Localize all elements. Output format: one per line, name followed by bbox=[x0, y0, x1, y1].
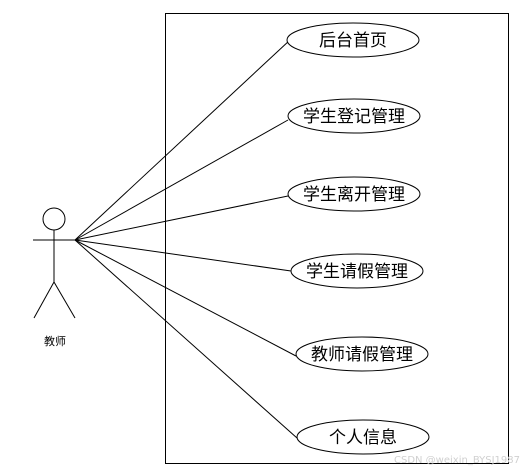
use-case-ellipse bbox=[290, 253, 424, 289]
association-lines bbox=[74, 39, 298, 439]
actor-head bbox=[42, 207, 66, 231]
actor-right-leg bbox=[53, 281, 76, 319]
use-case-home: 后台首页 bbox=[286, 22, 420, 58]
association-line-student-register bbox=[74, 119, 289, 241]
use-case-ellipse bbox=[286, 22, 420, 58]
system-boundary bbox=[165, 13, 509, 464]
actor-teacher: 教师 bbox=[33, 207, 76, 348]
association-line-personal-info bbox=[74, 239, 298, 439]
association-line-student-leave-school bbox=[74, 195, 289, 241]
use-case-label: 个人信息 bbox=[329, 428, 397, 448]
use-case-personal-info: 个人信息 bbox=[296, 419, 430, 455]
use-case-label: 学生离开管理 bbox=[303, 185, 405, 205]
use-case-ellipse bbox=[287, 176, 421, 212]
association-line-teacher-leave-request bbox=[74, 239, 297, 357]
association-line-student-leave-request bbox=[74, 239, 292, 272]
use-case-ellipse bbox=[295, 336, 429, 372]
use-case-student-leave-request: 学生请假管理 bbox=[290, 253, 424, 289]
use-case-student-leave-school: 学生离开管理 bbox=[287, 176, 421, 212]
use-case-label: 学生登记管理 bbox=[303, 107, 405, 127]
use-case-ellipse bbox=[287, 98, 421, 134]
association-line-home bbox=[74, 39, 291, 241]
actor-left-leg bbox=[33, 281, 55, 319]
watermark: CSDN @weixin_BYSJ1987 bbox=[394, 455, 520, 466]
use-case-label: 教师请假管理 bbox=[311, 345, 413, 365]
use-case-label: 学生请假管理 bbox=[306, 262, 408, 282]
use-case-student-register: 学生登记管理 bbox=[287, 98, 421, 134]
use-case-ellipse bbox=[296, 419, 430, 455]
actor-label: 教师 bbox=[44, 335, 66, 348]
use-case-label: 后台首页 bbox=[319, 31, 387, 51]
use-case-teacher-leave-request: 教师请假管理 bbox=[295, 336, 429, 372]
